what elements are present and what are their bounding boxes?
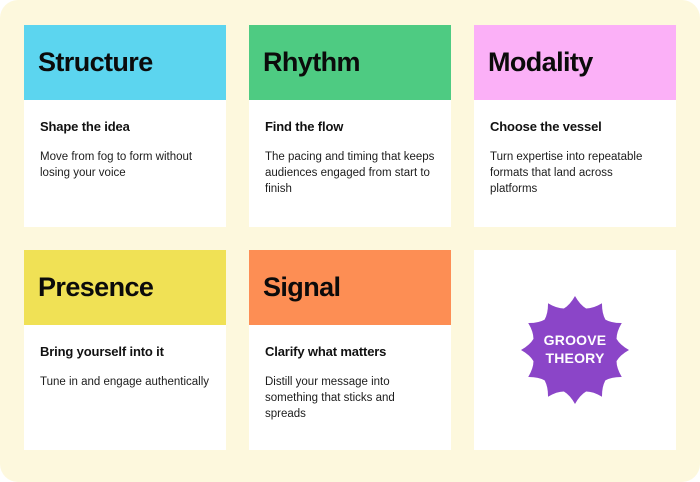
card-description: Tune in and engage authentically <box>40 375 210 388</box>
card-modality[interactable]: Modality Choose the vessel Turn expertis… <box>474 25 676 227</box>
badge-wrap: GROOVE THEORY <box>519 296 631 404</box>
card-badge[interactable]: GROOVE THEORY <box>474 250 676 450</box>
card-body-structure: Shape the idea Move from fog to form wit… <box>24 100 226 227</box>
card-body-rhythm: Find the flow The pacing and timing that… <box>249 100 451 227</box>
badge-text: GROOVE THEORY <box>544 332 607 368</box>
card-presence[interactable]: Presence Bring yourself into it Tune in … <box>24 250 226 450</box>
card-header-presence: Presence <box>24 250 226 325</box>
card-description: Turn expertise into repeatable formats t… <box>490 150 643 196</box>
card-title: Presence <box>38 272 154 302</box>
card-body-signal: Clarify what matters Distill your messag… <box>249 325 451 450</box>
card-body-presence: Bring yourself into it Tune in and engag… <box>24 325 226 450</box>
card-structure[interactable]: Structure Shape the idea Move from fog t… <box>24 25 226 227</box>
card-grid: Structure Shape the idea Move from fog t… <box>24 25 676 450</box>
card-subtitle: Shape the idea <box>40 119 130 134</box>
card-header-signal: Signal <box>249 250 451 325</box>
card-description: The pacing and timing that keeps audienc… <box>265 150 435 196</box>
card-title: Signal <box>263 272 341 302</box>
card-subtitle: Find the flow <box>265 119 344 134</box>
card-subtitle: Bring yourself into it <box>40 344 164 359</box>
card-title: Modality <box>488 47 593 77</box>
badge-line-2: THEORY <box>545 350 605 366</box>
card-body-modality: Choose the vessel Turn expertise into re… <box>474 100 676 227</box>
card-subtitle: Clarify what matters <box>265 344 387 359</box>
card-header-rhythm: Rhythm <box>249 25 451 100</box>
card-title: Rhythm <box>263 47 361 77</box>
card-header-structure: Structure <box>24 25 226 100</box>
card-description: Distill your message into something that… <box>265 375 395 421</box>
badge-line-1: GROOVE <box>543 332 607 349</box>
card-rhythm[interactable]: Rhythm Find the flow The pacing and timi… <box>249 25 451 227</box>
card-title: Structure <box>38 47 153 77</box>
card-subtitle: Choose the vessel <box>490 119 602 134</box>
card-description: Move from fog to form without losing you… <box>40 150 193 179</box>
starburst-badge-icon <box>521 296 629 404</box>
card-header-modality: Modality <box>474 25 676 100</box>
card-signal[interactable]: Signal Clarify what matters Distill your… <box>249 250 451 450</box>
